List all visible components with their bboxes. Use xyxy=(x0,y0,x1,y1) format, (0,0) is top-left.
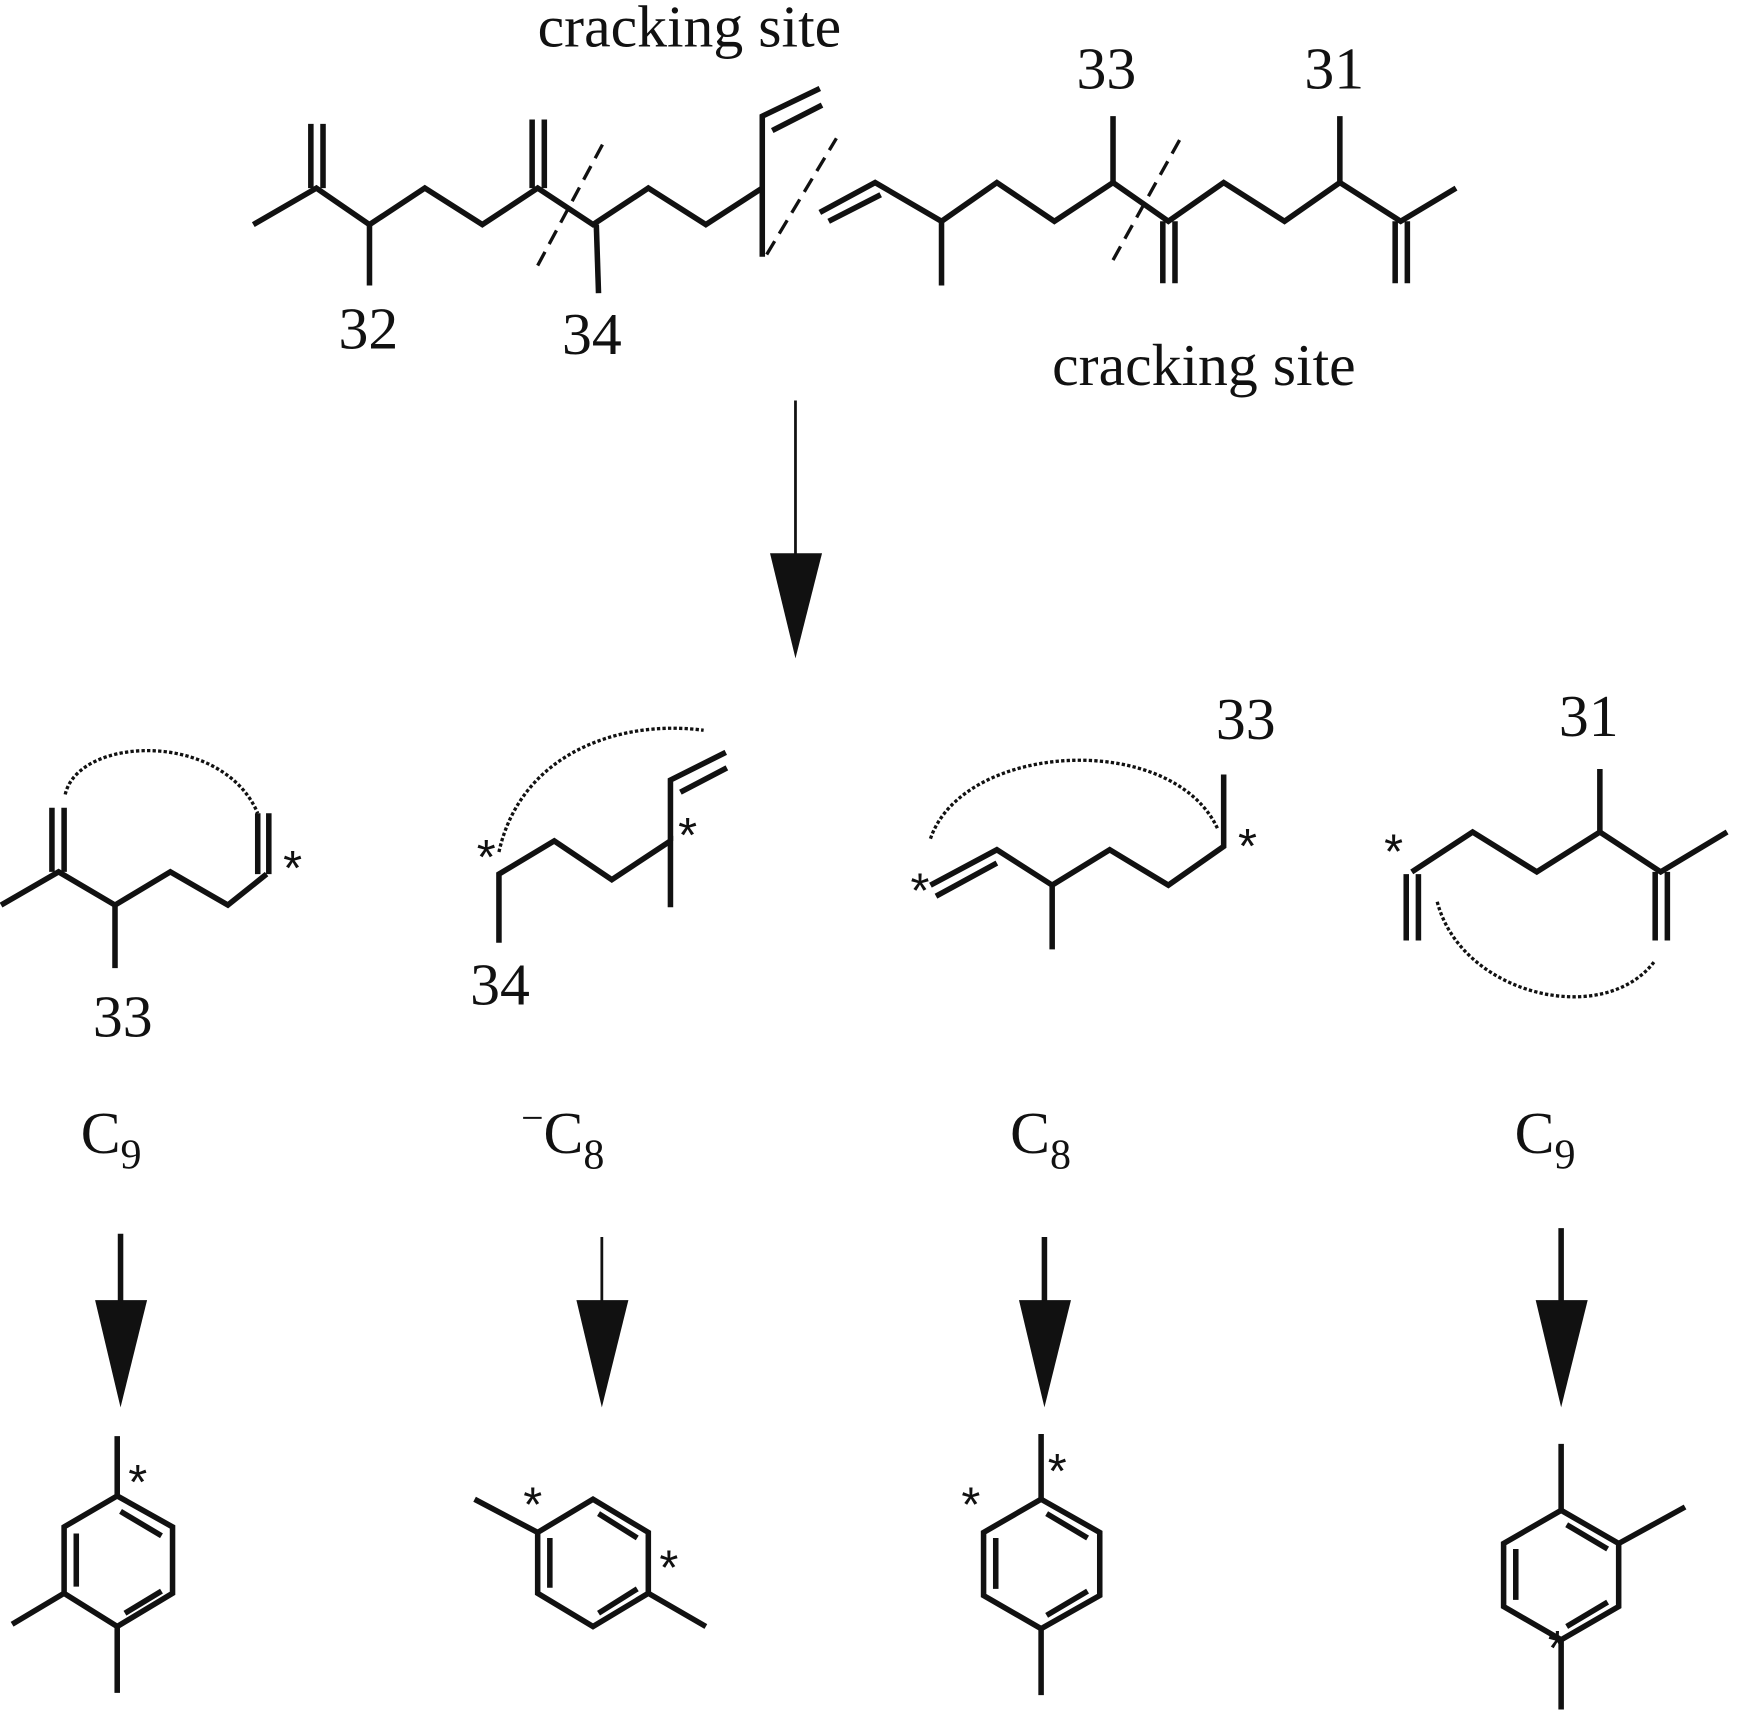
carbon-label: 34 xyxy=(470,952,530,1018)
fragment-4 xyxy=(1403,768,1729,999)
parent-molecule xyxy=(251,86,1458,294)
carbon-label: 33 xyxy=(1216,686,1276,752)
fragment-3 xyxy=(928,758,1227,950)
cracking-line xyxy=(536,140,606,267)
asterisk: * xyxy=(128,1456,147,1510)
carbon-label: 31 xyxy=(1559,683,1619,749)
cracking-site-label: cracking site xyxy=(1052,332,1356,398)
product-ring-2 xyxy=(473,1496,708,1630)
carbon-label: 33 xyxy=(1077,36,1137,102)
asterisk: * xyxy=(1548,1622,1567,1676)
arrow xyxy=(1535,1228,1588,1408)
carbon-label: 33 xyxy=(93,984,153,1050)
carbon-label: 32 xyxy=(339,296,399,362)
fragment-1 xyxy=(0,749,272,969)
asterisk: * xyxy=(1384,826,1403,880)
cracking-line xyxy=(1111,137,1182,261)
product-ring-3 xyxy=(980,1433,1103,1696)
carbon-label: 34 xyxy=(562,301,622,367)
cracking-line xyxy=(765,137,838,256)
asterisk: * xyxy=(477,831,496,885)
arrow xyxy=(95,1233,148,1408)
formula-label: −C8 xyxy=(521,1096,604,1179)
cracking-site-label: cracking site xyxy=(538,0,842,59)
arrow xyxy=(576,1237,629,1408)
asterisk: * xyxy=(283,842,302,896)
asterisk: * xyxy=(961,1478,980,1532)
main-arrow xyxy=(770,400,823,659)
asterisk: * xyxy=(659,1541,678,1595)
asterisk: * xyxy=(678,809,697,863)
arrow xyxy=(1018,1237,1071,1408)
formula-label: C9 xyxy=(1515,1100,1576,1178)
asterisk: * xyxy=(523,1478,542,1532)
fragment-2 xyxy=(496,726,729,943)
product-ring-4 xyxy=(1500,1443,1687,1710)
product-ring-1 xyxy=(10,1436,176,1693)
formula-label: C8 xyxy=(1010,1100,1071,1178)
asterisk: * xyxy=(1238,820,1257,874)
asterisk: * xyxy=(911,864,930,918)
asterisk: * xyxy=(1048,1445,1067,1499)
formula-label: C9 xyxy=(81,1100,142,1178)
carbon-label: 31 xyxy=(1304,36,1364,102)
